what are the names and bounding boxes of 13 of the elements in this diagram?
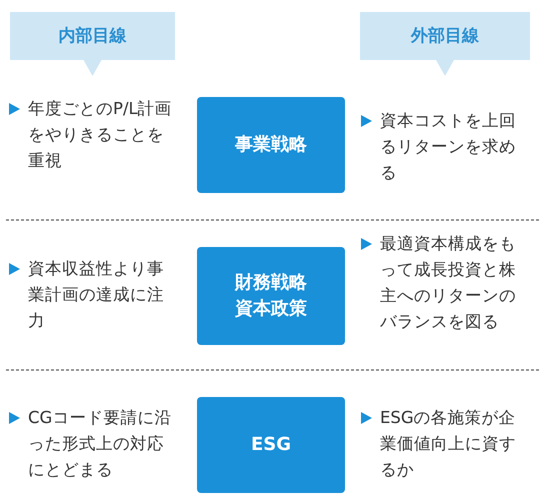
speech-bubble [10,12,175,76]
bullet-text: 資本収益性より事業計画の達成に注力 [28,258,165,332]
header-label: 内部目線 [58,25,128,47]
bullet-text: 最適資本構成をもって成長投資と株主へのリターンのバランスを図る [380,233,517,333]
strategy-box: 事業戦略 [197,97,345,193]
strategy-box: ESG [197,397,345,493]
bullet-text: 年度ごとのP/L計画をやりきることを重視 [28,98,173,172]
bullet-text: ESGの各施策が企業価値向上に資するか [380,407,517,481]
bullet-text: 資本コストを上回るリターンを求める [380,110,517,184]
strategy-box: 財務戦略資本政策 [197,247,345,345]
speech-bubble [360,12,530,76]
header-label: 外部目線 [410,25,480,47]
bullet-text: CGコード要請に沿った形式上の対応にとどまる [28,407,172,481]
